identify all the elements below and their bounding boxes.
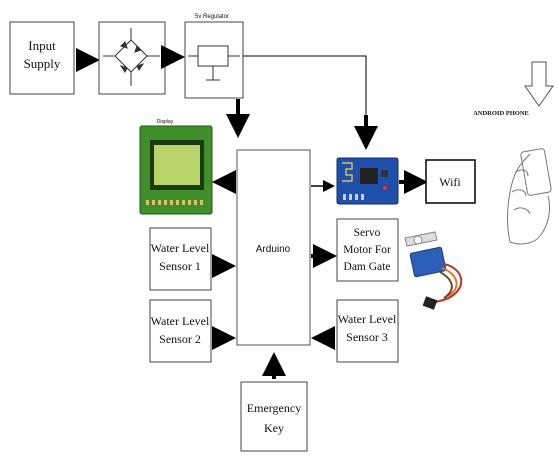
regulator-icon [188,45,240,81]
arduino-block: Arduino [236,149,311,346]
sensor1-line2: Sensor 1 [159,259,201,273]
sensor1-line1: Water Level [151,241,210,255]
android-phone-label: ANDROID PHONE [473,110,529,117]
input-supply-block: Input Supply [9,21,75,95]
display-label: Display [157,119,174,125]
sensor3-line1: Water Level [338,312,397,326]
sensor3-line2: Sensor 3 [346,330,388,344]
water-level-sensor-1: Water Level Sensor 1 [149,227,212,291]
hand-phone-icon [507,148,552,245]
water-level-sensor-3: Water Level Sensor 3 [336,299,399,363]
regulator-label: 5v Regulator [195,14,229,20]
wifi-label: Wifi [439,175,461,189]
android-phone: ANDROID PHONE [473,61,554,245]
down-arrow-icon [524,61,554,107]
regulator-block: 5v Regulator [184,14,244,99]
emergency-line2: Key [264,421,284,435]
servo-motor-icon [404,231,463,310]
wifi-block: Wifi [425,159,476,204]
arduino-label: Arduino [256,244,291,255]
lcd-display: Display [139,119,213,215]
servo-line1: Servo [354,227,381,239]
bridge-rectifier-block [98,21,166,95]
input-supply-line1: Input [28,38,56,53]
esp8266-module [336,157,399,205]
input-supply-line2: Supply [24,56,61,71]
servo-line3: Dam Gate [344,261,391,273]
emergency-line1: Emergency [247,401,301,415]
water-level-sensor-2: Water Level Sensor 2 [149,299,212,363]
servo-motor-block: Servo Motor For Dam Gate [336,218,399,282]
emergency-key-block: Emergency Key [240,381,308,452]
bridge-rectifier-icon [103,28,160,86]
sensor2-line2: Sensor 2 [159,332,201,346]
sensor2-line1: Water Level [151,314,210,328]
servo-line2: Motor For [343,244,391,256]
lcd-screen [154,145,200,185]
wire-regulator-to-esp [243,55,367,115]
